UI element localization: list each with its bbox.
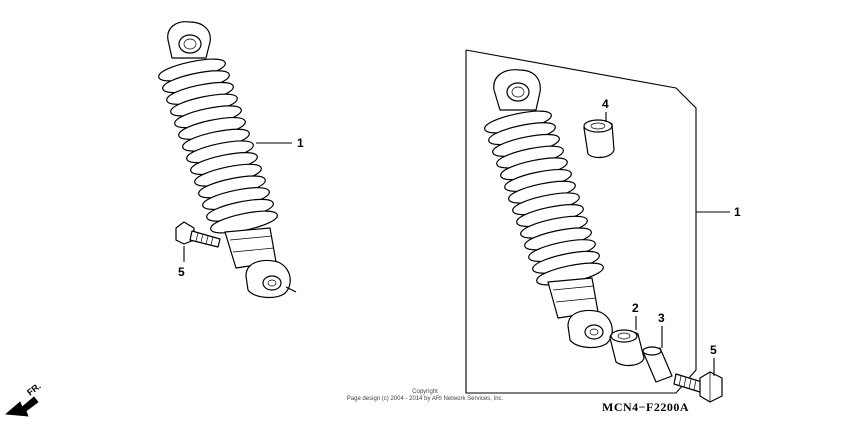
- callout-right-bolt: 5: [710, 343, 717, 357]
- direction-label: FR.: [25, 381, 43, 398]
- copyright-line2: Page design (c) 2004 - 2014 by ARI Netwo…: [347, 396, 504, 402]
- callout-left-bolt: 5: [178, 265, 185, 279]
- collar-outer[interactable]: [609, 329, 645, 367]
- collar-inner[interactable]: [642, 346, 673, 383]
- callout-left-shock: 1: [297, 136, 304, 150]
- copyright-line1: Copyright: [412, 389, 438, 395]
- callout-right-group: 1: [734, 205, 741, 219]
- leader-left-eye: [285, 286, 297, 293]
- callout-collar-outer: 2: [632, 301, 639, 315]
- callout-collar-inner: 3: [658, 311, 665, 325]
- group-bracket: [465, 49, 697, 394]
- rubber-bushing[interactable]: [583, 119, 615, 159]
- callout-bushing: 4: [602, 97, 609, 111]
- front-direction-arrow-icon: [5, 396, 39, 417]
- left-mounting-bolt[interactable]: [175, 221, 221, 248]
- left-shock-absorber[interactable]: [157, 21, 291, 299]
- diagram-code: MCN4−F2200A: [602, 400, 689, 414]
- right-mounting-bolt[interactable]: [673, 371, 723, 403]
- right-shock-absorber[interactable]: [483, 69, 613, 349]
